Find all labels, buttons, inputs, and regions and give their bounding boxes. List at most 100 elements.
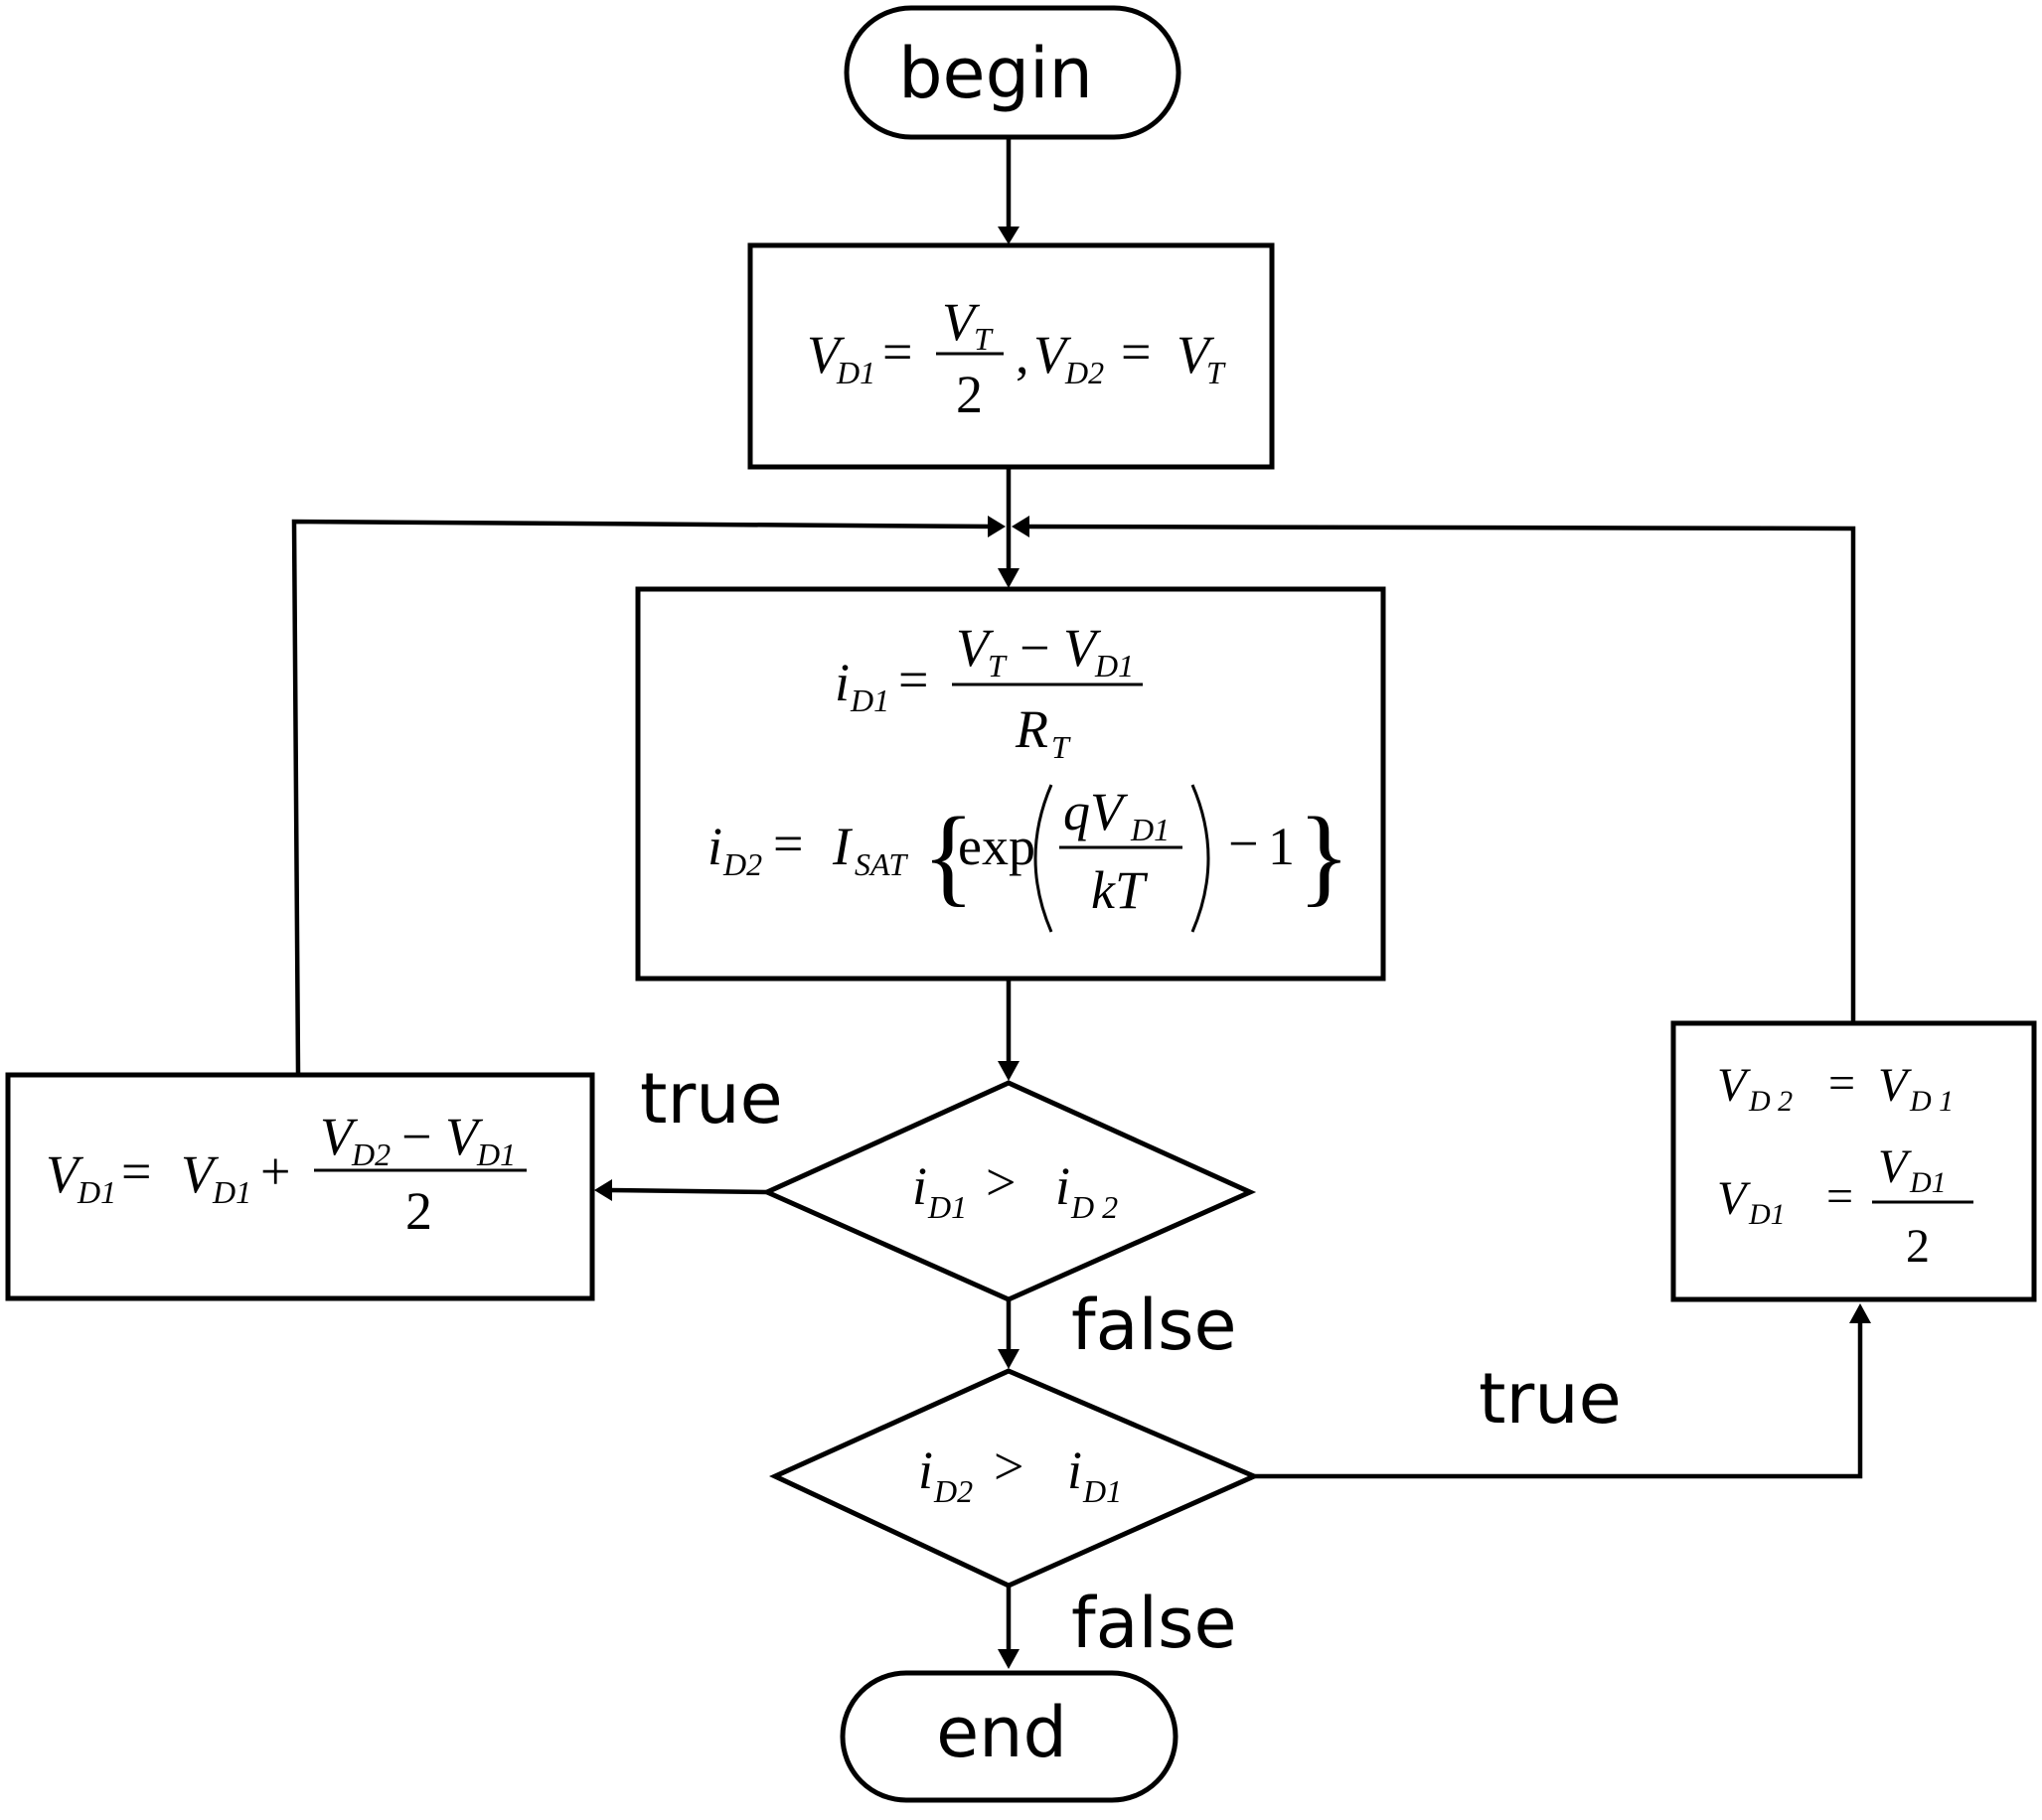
calc-formula-2: i D2 = I SAT { exp qV D1 kT − 1 } [707,782,1350,933]
svg-text:2: 2 [405,1181,432,1241]
svg-text:D1: D1 [927,1189,967,1225]
decision-2-false-label: false [1071,1583,1237,1664]
right-formula-2: V D1 = V D1 2 [1717,1140,1973,1273]
begin-terminal: begin [844,5,1181,140]
svg-text:2: 2 [1906,1220,1930,1273]
left-formula: V D1 = V D1 + V D2 − V D1 2 [46,1107,527,1241]
svg-text:D1: D1 [1909,1166,1947,1199]
end-label: end [936,1692,1067,1773]
left-process-box: V D1 = V D1 + V D2 − V D1 2 [5,1072,595,1301]
svg-text:V: V [1177,325,1215,384]
arrowhead-calc [998,568,1020,588]
svg-text:D2: D2 [933,1473,973,1509]
svg-text:=: = [1121,322,1151,381]
svg-text:i: i [1067,1441,1082,1500]
svg-text:=: = [898,650,928,709]
svg-text:D1: D1 [1094,648,1134,683]
svg-text:V: V [1717,1172,1751,1225]
svg-text:V: V [1878,1140,1912,1193]
svg-text:D1: D1 [77,1174,116,1210]
svg-text:2: 2 [956,365,983,424]
svg-text:T: T [974,321,994,357]
svg-text:T: T [1206,355,1226,390]
svg-text:V: V [1063,618,1102,678]
begin-label: begin [898,33,1093,114]
svg-text:V: V [1878,1059,1912,1112]
svg-text:exp: exp [958,817,1035,876]
calc-formula-1: i D1 = V T − V D1 R T [835,618,1143,765]
svg-text:,: , [1016,325,1029,384]
svg-text:+: + [260,1141,290,1201]
svg-text:D2: D2 [351,1137,391,1172]
right-formula-1: V D 2 = V D 1 [1717,1057,1954,1118]
svg-text:V: V [46,1144,84,1204]
svg-text:=: = [773,814,803,873]
svg-text:>: > [986,1152,1016,1212]
svg-text:V: V [1033,325,1072,384]
svg-text:kT: kT [1091,860,1149,920]
svg-text:I: I [832,817,854,876]
svg-text:D 1: D 1 [1909,1085,1954,1118]
svg-text:V: V [956,618,995,678]
right-process-box: V D 2 = V D 1 V D1 = V D1 2 [1670,1020,2037,1302]
svg-text:D1: D1 [476,1137,516,1172]
arrowhead-end [998,1649,1020,1669]
svg-text:>: > [994,1437,1023,1496]
arrowhead-decision1 [998,1061,1020,1081]
svg-text:D1: D1 [1082,1473,1122,1509]
arrowhead-left-loop [988,516,1006,537]
svg-text:=: = [1828,1057,1855,1110]
edge-decision1-true [607,1187,768,1195]
svg-text:−: − [1020,618,1049,678]
init-process-box: V D1 = V T 2 , V D2 = V T [747,242,1275,470]
decision-2-condition: i D2 > i D1 [918,1437,1122,1509]
svg-text:D1: D1 [1130,812,1170,847]
svg-text:D1: D1 [850,682,889,718]
svg-text:V: V [1717,1059,1751,1112]
decision-2: i D2 > i D1 [769,1368,1261,1589]
decision-1-true-label: true [640,1058,783,1139]
svg-text:}: } [1298,795,1350,916]
svg-text:i: i [1055,1156,1070,1216]
svg-text:V: V [445,1107,484,1166]
svg-text:=: = [121,1141,151,1201]
svg-text:V: V [320,1107,359,1166]
svg-text:D1: D1 [212,1174,251,1210]
decision-1-condition: i D1 > i D 2 [912,1152,1118,1225]
arrowhead-decision2 [998,1349,1020,1369]
arrowhead-right-loop [1012,516,1029,537]
svg-text:T: T [988,648,1008,683]
decision-1-false-label: false [1071,1285,1237,1366]
decision-2-true-label: true [1479,1358,1622,1440]
svg-text:i: i [912,1156,927,1216]
end-terminal: end [840,1670,1178,1803]
svg-text:D 2: D 2 [1070,1189,1118,1225]
edge-right-loop-back [1022,524,1856,1021]
arrowhead-right-box [1849,1303,1871,1323]
init-formula: V D1 = V T 2 , V D2 = V T [807,292,1226,424]
svg-text:V: V [807,325,846,384]
svg-text:−: − [1228,814,1258,873]
svg-text:1: 1 [1268,817,1295,876]
svg-text:qV: qV [1063,782,1129,841]
svg-text:D2: D2 [1064,355,1104,390]
flow-edges [291,137,1871,1669]
edge-decision2-true [1254,1321,1863,1479]
calc-process-box: i D1 = V T − V D1 R T i D2 = I SAT { exp… [635,586,1386,982]
svg-text:=: = [882,322,912,381]
arrowhead-init [998,227,1020,244]
svg-text:D1: D1 [836,355,875,390]
svg-text:D1: D1 [1748,1198,1786,1231]
svg-text:i: i [707,817,722,876]
svg-text:i: i [835,653,850,712]
svg-text:V: V [942,292,981,352]
svg-text:i: i [918,1441,933,1500]
svg-text:R: R [1015,699,1048,759]
svg-text:−: − [401,1107,431,1166]
svg-text:V: V [181,1144,220,1204]
svg-text:=: = [1826,1170,1853,1223]
svg-text:D 2: D 2 [1748,1085,1793,1118]
svg-text:{: { [922,795,975,916]
svg-text:SAT: SAT [855,846,908,882]
